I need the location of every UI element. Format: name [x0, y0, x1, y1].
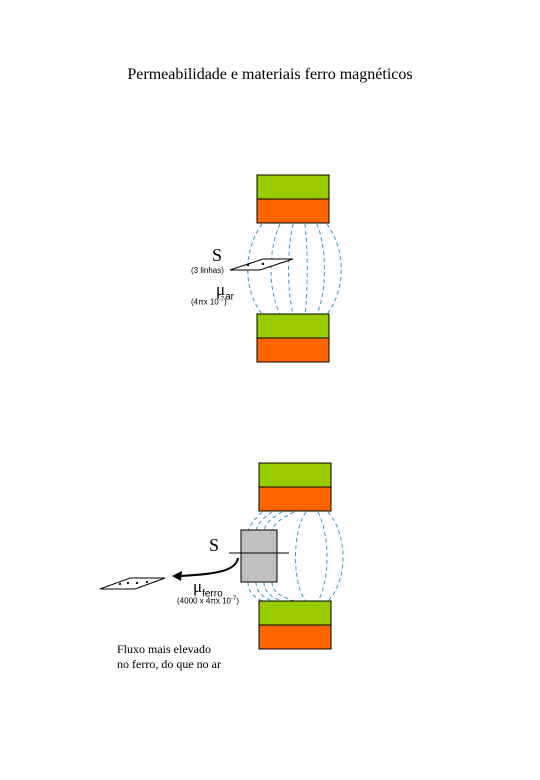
field-line: [271, 511, 295, 533]
top-mu-symbol: μ: [216, 280, 226, 299]
top-diagram: [229, 174, 342, 363]
field-line: [255, 581, 273, 602]
caption-line-1: Fluxo mais elevado: [117, 642, 211, 656]
bottom-mu-label: μferro: [193, 577, 223, 599]
top-lines-label: (3 linhas): [191, 266, 224, 275]
iron-block: [240, 529, 278, 583]
field-line: [247, 223, 263, 315]
top-mu-subscript: ar: [225, 291, 235, 303]
field-line: [270, 223, 281, 315]
bottom-diagram: [99, 462, 344, 650]
top-surface-label: S: [212, 245, 223, 265]
top-magnet-upper-orange: [256, 198, 330, 224]
field-line: [255, 511, 273, 533]
bottom-mu-value-text: (4000 x 4πx 10: [177, 596, 231, 606]
top-mu-label: μar: [216, 280, 234, 302]
bottom-caption: Fluxo mais elevado no ferro, do que no a…: [117, 642, 221, 672]
bottom-field-lines: [247, 511, 344, 602]
bottom-surface-label: S: [209, 535, 220, 555]
field-line: [263, 581, 283, 602]
top-magnet-lower-orange: [256, 337, 330, 363]
bottom-surface-parallelogram: [99, 577, 166, 590]
page-title: Permeabilidade e materiais ferro magnéti…: [127, 66, 413, 83]
field-line: [247, 581, 263, 602]
field-line: [317, 511, 328, 602]
field-line: [304, 223, 308, 315]
field-line: [327, 511, 344, 602]
field-line: [316, 223, 325, 315]
top-mu-value-close: ): [224, 297, 227, 307]
bottom-magnet-upper-green: [258, 462, 332, 488]
bottom-arrow-head: [172, 571, 182, 581]
bottom-arrow: [179, 557, 239, 577]
bottom-mu-value: (4000 x 4πx 10-7): [177, 596, 239, 606]
top-field-lines: [247, 223, 342, 315]
top-mu-value: (4πx 10-7): [191, 297, 227, 307]
top-surface-s: [229, 258, 294, 271]
field-line: [288, 223, 294, 315]
top-magnet-upper-green: [256, 174, 330, 200]
bottom-magnet-upper-orange: [258, 486, 332, 512]
field-line: [263, 511, 283, 533]
bottom-mu-symbol: μ: [193, 577, 203, 596]
field-line: [326, 223, 342, 315]
bottom-mu-exponent: -7: [231, 596, 237, 602]
bottom-surface-dots: [118, 580, 149, 586]
top-magnet-lower-green: [256, 313, 330, 339]
bottom-magnet-lower-orange: [258, 624, 332, 650]
bottom-mu-subscript: ferro: [202, 588, 223, 600]
bottom-mu-value-close: ): [236, 596, 240, 606]
top-mu-exponent: -7: [218, 297, 225, 303]
field-line: [271, 581, 295, 602]
top-surface-dots: [246, 262, 265, 267]
field-line: [295, 511, 307, 602]
caption-line-2: no ferro, do que no ar: [117, 657, 221, 671]
bottom-magnet-lower-green: [258, 600, 332, 626]
top-mu-value-text: (4πx 10: [191, 297, 219, 307]
